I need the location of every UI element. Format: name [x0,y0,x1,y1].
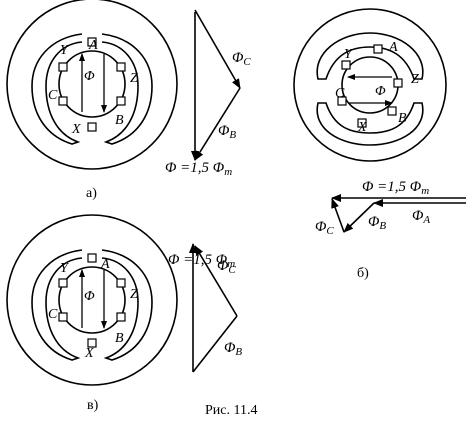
vector-phi-c-b [331,198,345,233]
slot-z-v [116,278,126,288]
flux-label-v: Φ [84,289,95,304]
slot-y-v [58,278,68,288]
panel-b: A Y Z C B X Φ Φ =1,5 Φm ΦA ΦB ΦC б) [293,8,466,281]
slot-x-b [357,118,367,128]
vector-c-label-b: ΦC [315,219,334,237]
vector-phi-b-a [194,87,241,161]
result-label-a: Φ =1,5 Φm [165,160,232,178]
flux-label-a: Φ [84,69,95,84]
vector-c-label-v: ΦC [217,258,236,276]
vector-b-label-b: ΦB [368,214,386,232]
vector-phi-b-b [343,202,375,233]
label-y-winding-b: Y [344,47,354,62]
rotor-a [58,50,126,118]
label-b-winding-v: B [115,331,124,346]
figure-caption: Рис. 11.4 [205,403,257,418]
flux-label-b: Φ [375,84,386,99]
slot-x-bottom [87,122,97,132]
machine-b [293,8,447,162]
slot-b-v [116,312,126,322]
pole-left-v [31,249,83,361]
slot-y-b [341,60,351,70]
panel-label-b: б) [357,266,369,281]
slot-z-b [393,78,403,88]
slot-a-v [87,253,97,263]
pole-bottom-b [316,102,424,146]
label-a-winding-v: A [100,257,110,272]
vector-b-label-v: ΦB [224,340,242,358]
label-x-winding-b: X [357,120,367,135]
pole-right-v [101,249,153,361]
panel-v: A Y Z C B X Φ Φ =1,5 Φm ΦC ΦB в) [6,214,242,413]
slot-a-b [373,44,383,54]
machine-v [6,214,178,386]
slot-b-b [387,106,397,116]
vector-phi-b-v [192,315,238,373]
result-label-v: Φ =1,5 Φm [168,252,235,270]
machine-a [6,0,178,170]
panel-label-v: в) [87,398,99,413]
label-y-winding-v: Y [60,261,70,276]
slot-c-b [337,96,347,106]
result-label-b: Φ =1,5 Φm [362,179,429,197]
label-c-winding: C [48,88,58,103]
stator-outer-b [293,8,447,162]
slot-c-v [58,312,68,322]
label-c-winding-b: C [335,86,345,101]
vector-phi-c-v [194,245,238,317]
label-a-winding-b: A [388,40,398,55]
label-b-winding: B [115,113,124,128]
label-c-winding-v: C [48,307,58,322]
rotor-v [58,266,126,334]
label-b-winding-b: B [398,111,407,126]
label-x-winding: X [71,122,81,137]
stator-outer-a [6,0,178,170]
label-z-winding: Z [130,71,138,86]
panel-label-a: а) [86,186,97,201]
label-a-winding: A [88,38,98,53]
panel-a: A Y Z C B X Φ ΦC ΦB Φ =1,5 Φm а) [6,0,251,201]
label-z-winding-v: Z [130,287,138,302]
vector-b-label-a: ΦB [218,123,236,141]
pole-left-a [31,33,83,145]
slot-z [116,62,126,72]
slot-b [116,96,126,106]
slot-x-v [87,338,97,348]
slot-c [58,96,68,106]
label-y-winding: Y [60,43,70,58]
stator-outer-v [6,214,178,386]
pole-right-a [101,33,153,145]
pole-top-b [316,32,424,80]
vector-a-label-b: ΦA [412,208,430,226]
label-x-winding-v: X [84,346,94,361]
vector-phi-c-a [194,9,241,89]
slot-y [58,62,68,72]
label-z-winding-b: Z [411,72,419,87]
vector-c-label-a: ΦC [232,50,251,68]
slot-a-top [87,37,97,47]
